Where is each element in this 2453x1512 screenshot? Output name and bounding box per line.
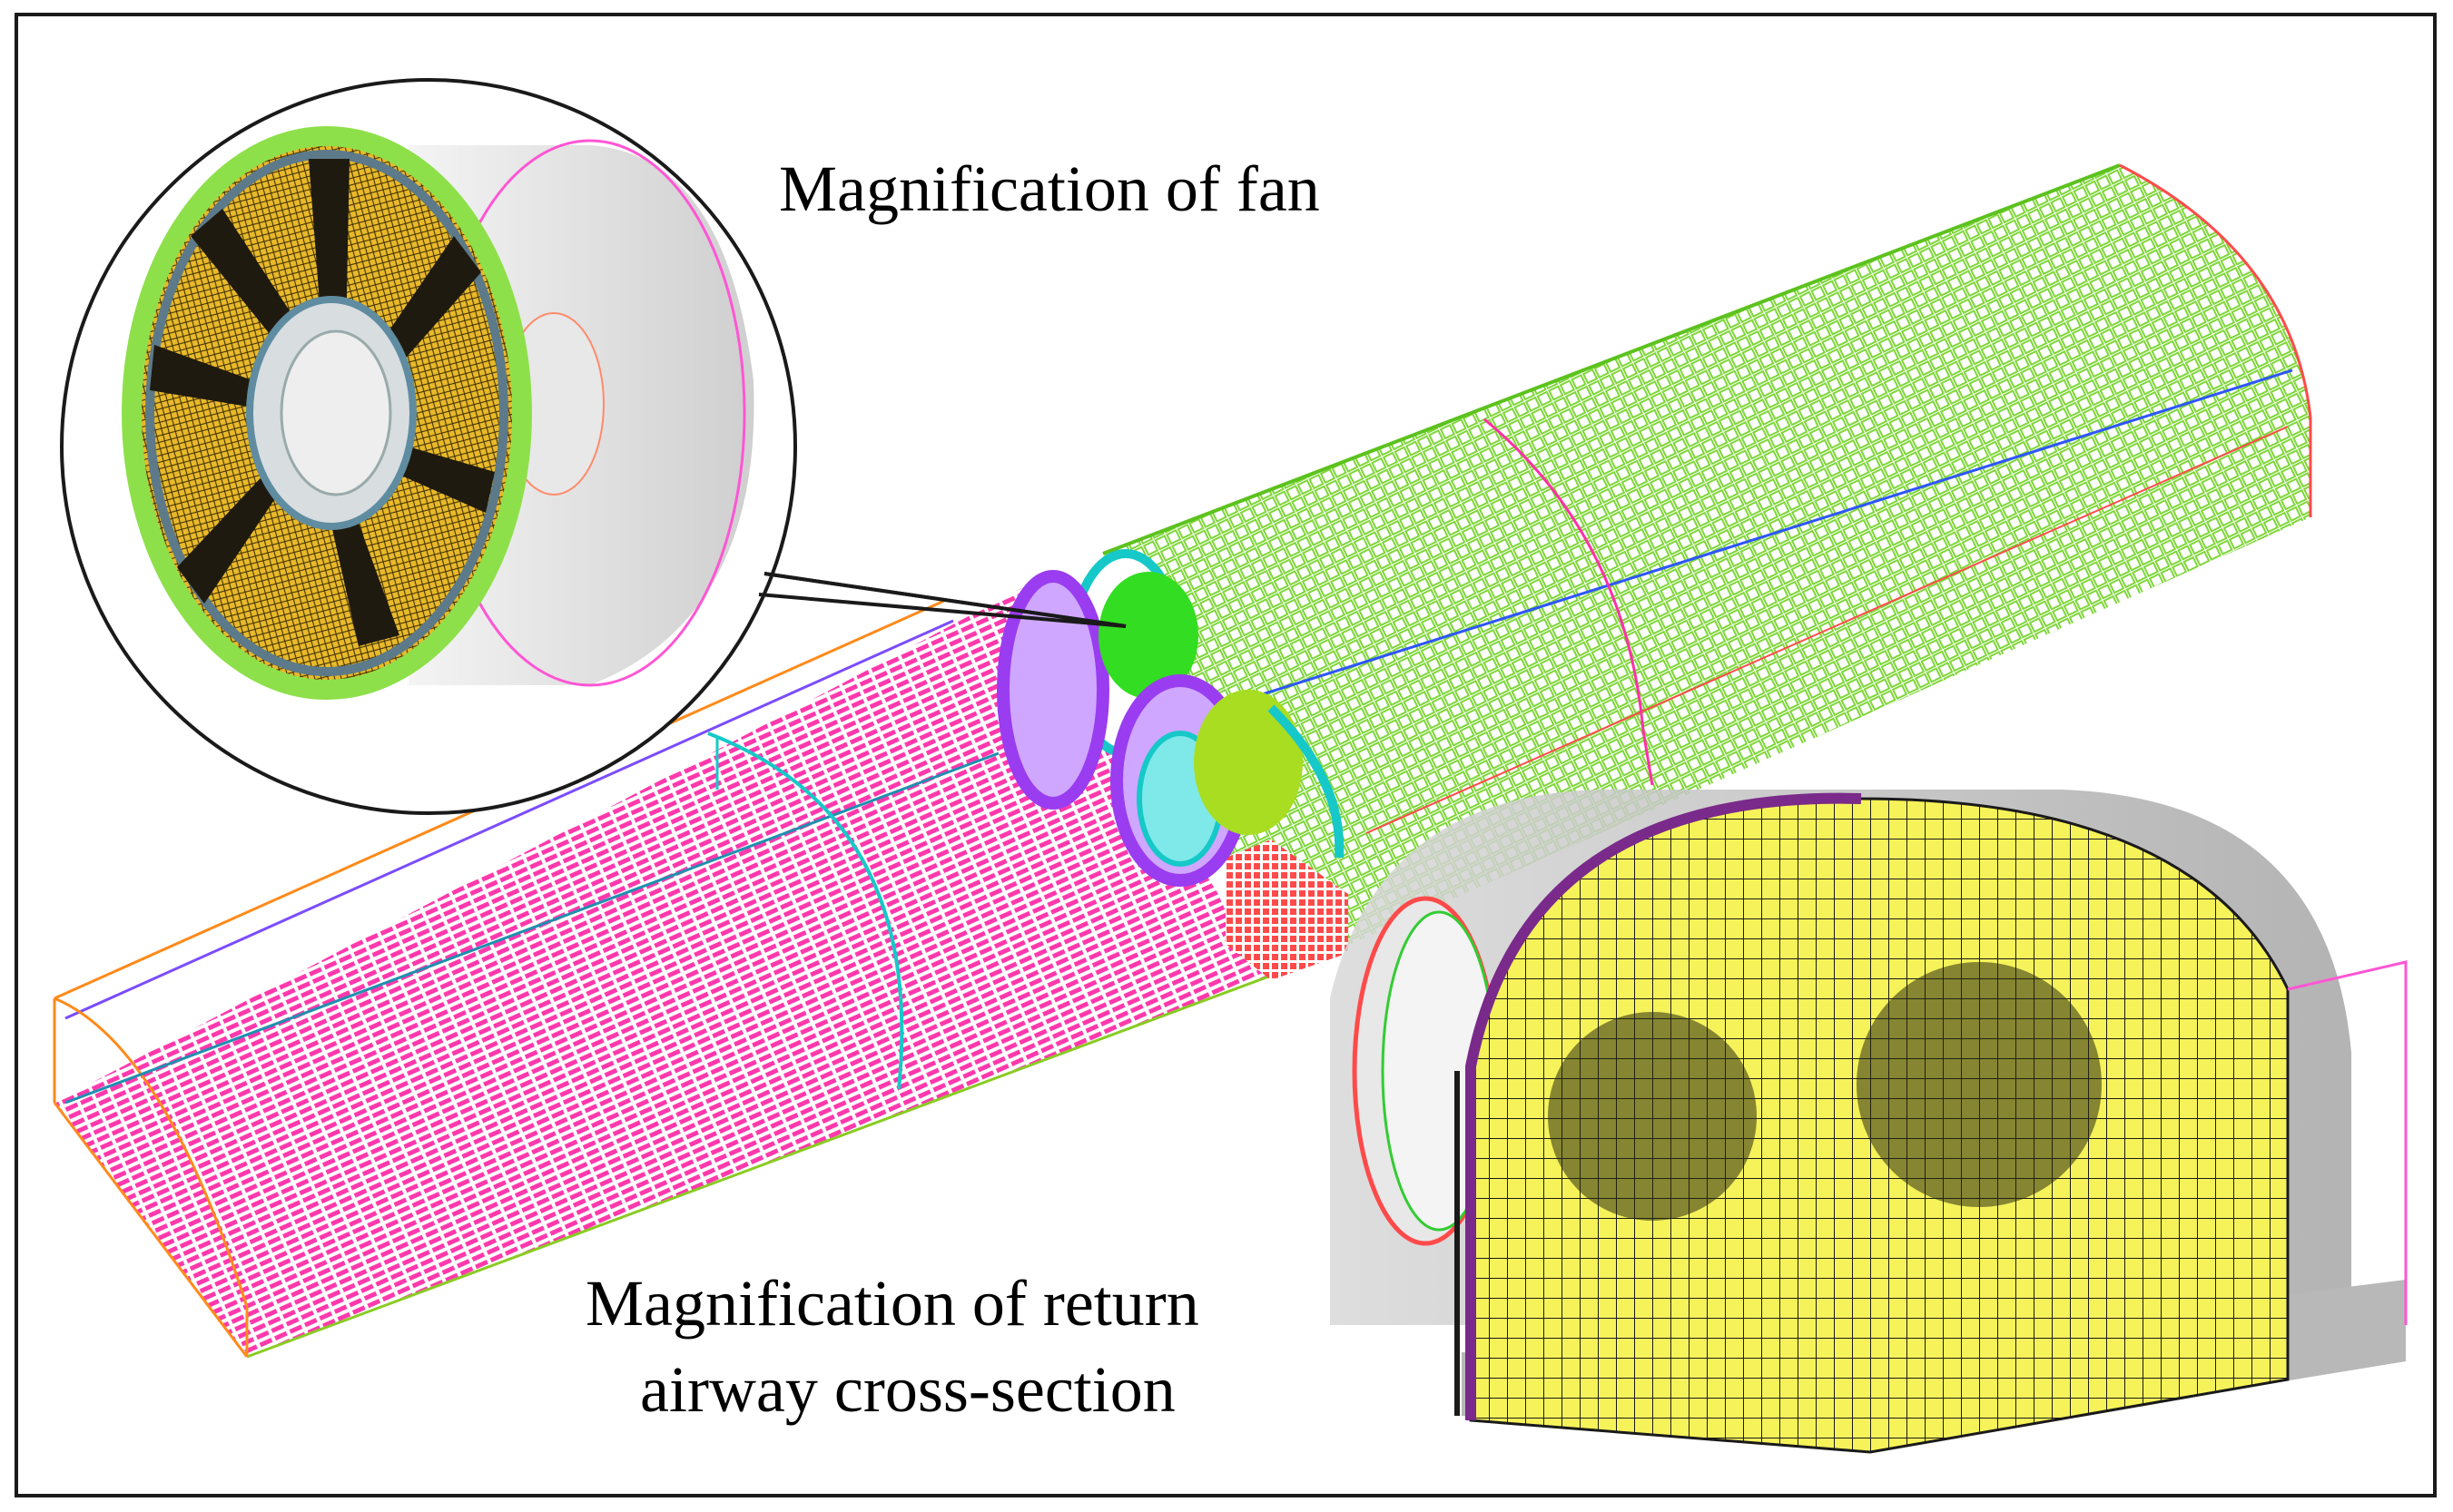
fan-magnification-loupe (60, 78, 1127, 815)
fan-caption: Magnification of fan (779, 152, 1320, 225)
fan-base-block (1226, 839, 1348, 980)
return-caption-line2: airway cross-section (640, 1353, 1176, 1426)
outlet-airway-mesh (1102, 163, 2312, 976)
return-caption-line1: Magnification of return (586, 1267, 1199, 1340)
return-airway-cross-section (1330, 789, 2408, 1454)
inlet-airway-mesh (53, 588, 1272, 1359)
fan-assembly (997, 549, 1345, 887)
